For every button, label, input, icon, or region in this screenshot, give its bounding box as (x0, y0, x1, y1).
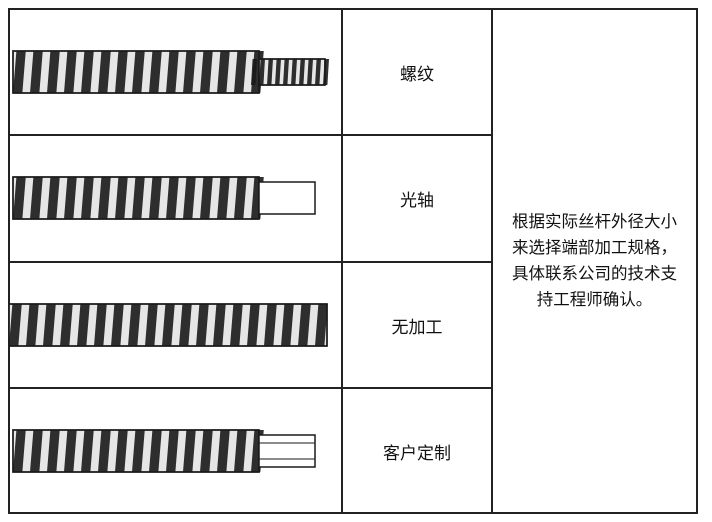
screw-main-flight (9, 304, 22, 346)
type-label-threaded: 螺纹 (400, 64, 434, 85)
row-divider-2 (8, 261, 493, 263)
screw-main-flight (217, 51, 230, 93)
screw-end-thread-flight (283, 59, 289, 85)
screw-main-flight (132, 430, 145, 472)
screw-main-flight (115, 51, 128, 93)
screw-main-flight (60, 304, 73, 346)
screw-main-flight (200, 430, 213, 472)
screw-main-flight (81, 51, 94, 93)
type-label-plain-shaft: 光轴 (400, 191, 434, 211)
screw-main-flight (13, 51, 26, 93)
screw-main-flight (166, 51, 179, 93)
screw-image-unmachined (9, 263, 341, 387)
screw-end-thread-flight (267, 59, 273, 85)
type-label-custom: 客户定制 (383, 443, 451, 464)
plain-shaft-screw-icon (12, 176, 316, 220)
screw-main-flight (315, 304, 328, 346)
screw-main-flight (128, 304, 141, 346)
screw-main-flight (111, 304, 124, 346)
screw-end-thread-outline (258, 58, 326, 86)
screw-end-thread-flight (275, 59, 281, 85)
screw-image-threaded (9, 10, 341, 134)
screw-main-flight (234, 51, 247, 93)
screw-main-flight (13, 430, 26, 472)
screw-main-flight (98, 51, 111, 93)
screw-main-flight (30, 177, 43, 219)
screw-main-flight (145, 304, 158, 346)
screw-main-flight (200, 51, 213, 93)
screw-main-flight (166, 177, 179, 219)
screw-main-flight (30, 51, 43, 93)
threaded-end-screw-icon (12, 50, 329, 94)
screw-main-flight (115, 430, 128, 472)
screw-main-flight (298, 304, 311, 346)
screw-main-flight (94, 304, 107, 346)
selection-note: 根据实际丝杆外径大小来选择端部加工规格，具体联系公司的技术支持工程师确认。 (493, 9, 696, 513)
screw-image-custom (9, 389, 341, 513)
screw-main-flight (30, 430, 43, 472)
screw-main-flight (47, 51, 60, 93)
screw-main-flight (149, 51, 162, 93)
row-divider-3 (8, 387, 493, 389)
screw-main-flight (81, 177, 94, 219)
screw-end-thread-flight (259, 59, 265, 85)
screw-main-flight (64, 51, 77, 93)
screw-end-thread-flight (291, 59, 297, 85)
screw-main-flight (264, 304, 277, 346)
unmachined-screw-icon (9, 303, 328, 347)
screw-main-flight (230, 304, 243, 346)
screw-image-plain-shaft (9, 136, 341, 260)
screw-main-flight (179, 304, 192, 346)
screw-custom-end (258, 434, 316, 468)
screw-main-flight (281, 304, 294, 346)
selection-note-text: 根据实际丝杆外径大小来选择端部加工规格，具体联系公司的技术支持工程师确认。 (512, 212, 677, 309)
screw-end-thread-flight (251, 59, 257, 85)
screw-main-flight (149, 430, 162, 472)
screw-main-flight (196, 304, 209, 346)
screw-end-thread-flight (315, 59, 321, 85)
screw-main-flight (234, 177, 247, 219)
screw-plain-shaft (258, 181, 316, 215)
screw-main-flight (247, 304, 260, 346)
screw-main-flight (64, 177, 77, 219)
screw-main-flight (200, 177, 213, 219)
screw-main-flight (98, 177, 111, 219)
screw-main-flight (183, 430, 196, 472)
screw-main-flight (149, 177, 162, 219)
screw-main-flight (162, 304, 175, 346)
screw-main-flight (43, 304, 56, 346)
screw-end-thread-flight (299, 59, 305, 85)
custom-end-screw-icon (12, 429, 316, 473)
screw-main-flight (64, 430, 77, 472)
screw-main-flight (26, 304, 39, 346)
screw-main-flight (217, 177, 230, 219)
screw-main-flight (47, 177, 60, 219)
screw-main-flight (234, 430, 247, 472)
screw-main-flight (47, 430, 60, 472)
screw-main-flight (183, 51, 196, 93)
screw-main-flight (217, 430, 230, 472)
type-label-unmachined: 无加工 (391, 317, 443, 338)
screw-end-thread-flight (307, 59, 313, 85)
screw-main-flight (98, 430, 111, 472)
screw-main-flight (13, 177, 26, 219)
screw-main-flight (166, 430, 179, 472)
screw-main-flight (115, 177, 128, 219)
screw-main-flight (77, 304, 90, 346)
screw-main-flight (132, 177, 145, 219)
screw-main-flight (132, 51, 145, 93)
screw-main-outline (9, 303, 328, 347)
screw-main-flight (213, 304, 226, 346)
screw-main-flight (183, 177, 196, 219)
screw-main-flight (81, 430, 94, 472)
row-divider-1 (8, 134, 493, 136)
